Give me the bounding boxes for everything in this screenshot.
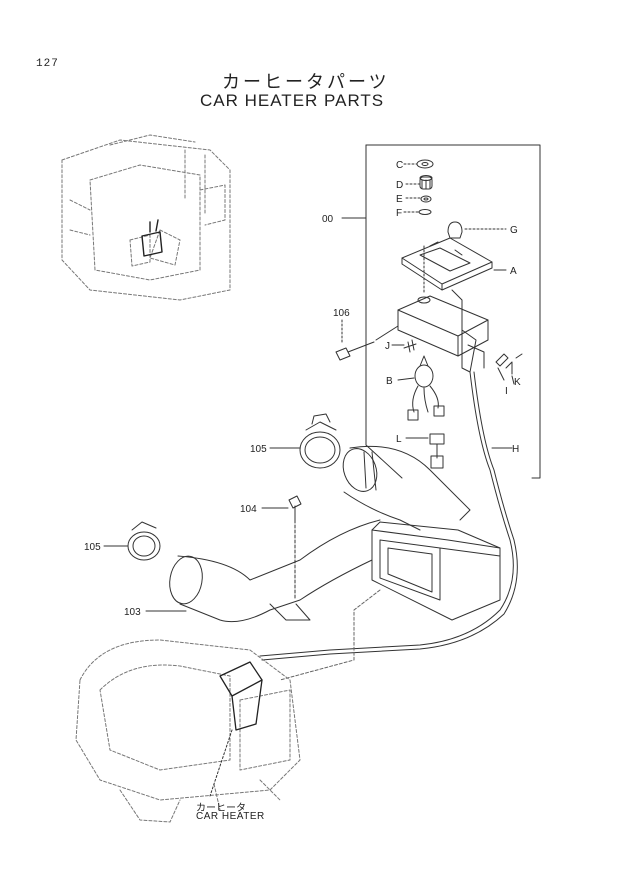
part-e-shape bbox=[420, 195, 432, 203]
callout-k: K bbox=[514, 377, 521, 388]
car-heater-caption: CAR HEATER bbox=[196, 811, 265, 822]
callout-a: A bbox=[510, 266, 517, 277]
callout-c: C bbox=[396, 160, 403, 171]
callout-103: 103 bbox=[124, 607, 141, 618]
part-j-pin bbox=[403, 339, 417, 353]
heater-box bbox=[371, 521, 501, 621]
part-a-plate bbox=[401, 237, 493, 291]
lower-heater-marker bbox=[219, 661, 263, 731]
part-104-bolt bbox=[288, 495, 302, 521]
heater-location-marker bbox=[141, 219, 163, 257]
lower-machine-illustration bbox=[75, 639, 301, 823]
part-k-clip bbox=[495, 353, 523, 375]
callout-assembly: 00 bbox=[322, 214, 334, 225]
part-c-shape bbox=[416, 159, 434, 169]
callout-105-upper: 105 bbox=[250, 444, 267, 455]
callout-d: D bbox=[396, 180, 403, 191]
callout-j: J bbox=[385, 341, 390, 352]
assembly-bracket bbox=[341, 144, 541, 479]
part-d-shape bbox=[419, 175, 433, 190]
callout-b: B bbox=[386, 376, 393, 387]
part-h-cable bbox=[259, 371, 518, 661]
page-title-japanese: カーヒータパーツ bbox=[222, 72, 390, 93]
upper-air-duct bbox=[342, 445, 471, 531]
callout-h: H bbox=[512, 444, 519, 455]
callout-l: L bbox=[396, 434, 402, 445]
page-number: 127 bbox=[36, 58, 59, 70]
part-f-shape bbox=[418, 209, 432, 215]
callout-f: F bbox=[396, 208, 402, 219]
callout-g: G bbox=[510, 225, 518, 236]
part-l-connector bbox=[429, 433, 445, 469]
callout-104: 104 bbox=[240, 504, 257, 515]
callout-i: I bbox=[505, 386, 508, 397]
part-103-lower-duct bbox=[169, 519, 381, 623]
callout-e: E bbox=[396, 194, 403, 205]
callout-labels: 00 C D E F G A 106 J K I B L H 105 104 1… bbox=[84, 160, 521, 618]
callout-105-lower: 105 bbox=[84, 542, 101, 553]
machine-cab-illustration bbox=[61, 134, 231, 301]
part-b-switch bbox=[407, 355, 445, 421]
heater-control-body bbox=[397, 245, 489, 373]
part-106-screw bbox=[335, 341, 375, 361]
page-title: CAR HEATER PARTS bbox=[200, 91, 385, 110]
part-105-upper-clamp bbox=[299, 413, 341, 469]
car-heater-caption-japanese: カーヒータ bbox=[196, 803, 246, 814]
part-g-knob bbox=[447, 221, 463, 239]
callout-106: 106 bbox=[333, 308, 350, 319]
part-105-lower-clamp bbox=[127, 521, 161, 561]
